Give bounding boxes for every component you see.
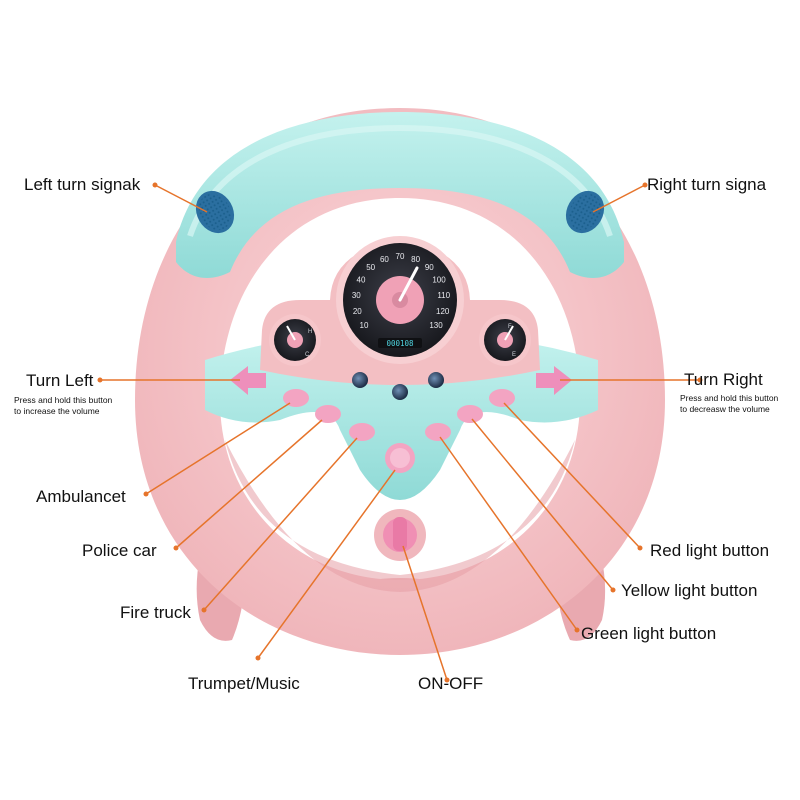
ambulance-label: Ambulancet <box>36 487 126 506</box>
indicator-leds <box>352 372 444 400</box>
gauge-empty-label: E <box>512 352 516 358</box>
speed-tick-label: 50 <box>366 263 375 272</box>
turn-left-note: Press and hold this button to increase t… <box>14 395 112 418</box>
speed-tick-label: 120 <box>436 307 450 316</box>
yellow-light-button-label: Yellow light button <box>621 581 758 600</box>
fire-truck-label: Fire truck <box>120 603 191 622</box>
callout-lines <box>100 184 700 681</box>
speed-tick-label: 130 <box>429 321 443 330</box>
left-turn-signal-label: Left turn signak <box>24 175 141 194</box>
right-turn-signal-light <box>565 190 605 234</box>
gauge-cold-label: C <box>305 352 310 358</box>
turn-right-note: Press and hold this button to decreasw t… <box>680 393 778 416</box>
red-light-button-label: Red light button <box>650 541 770 560</box>
speed-tick-label: 110 <box>437 291 450 300</box>
turn-right-button <box>536 366 572 395</box>
turn-left-note-line-2: to increase the volume <box>14 406 100 417</box>
sound-buttons <box>283 389 515 473</box>
speed-tick-label: 10 <box>360 321 369 330</box>
speed-tick-label: 30 <box>352 291 361 300</box>
turn-left-button <box>230 366 266 395</box>
turn-left-note-line-1: Press and hold this button <box>14 395 113 405</box>
trumpet-music-label: Trumpet/Music <box>188 674 300 693</box>
gauge-full-label: F <box>508 324 512 330</box>
top-grip <box>176 112 624 278</box>
temperature-gauge: H C <box>269 314 321 366</box>
speed-tick-label: 90 <box>425 263 434 272</box>
wheel-rim <box>135 108 665 655</box>
turn-right-label: Turn Right <box>684 370 763 389</box>
speed-tick-label: 20 <box>353 307 362 316</box>
turn-right-note-line-2: to decreasw the volume <box>680 404 770 415</box>
speed-tick-label: 40 <box>357 276 366 285</box>
police-car-label: Police car <box>82 541 157 560</box>
odometer-readout: 000108 <box>386 339 414 348</box>
turn-right-note-line-1: Press and hold this button <box>680 393 779 403</box>
callout-dots <box>97 182 703 683</box>
power-switch <box>374 509 426 561</box>
gauge-hot-label: H <box>308 329 312 335</box>
fuel-gauge: F E <box>479 314 531 366</box>
speed-tick-label: 60 <box>380 255 389 264</box>
right-turn-signal-label: Right turn signa <box>647 175 767 194</box>
speed-tick-label: 80 <box>411 255 420 264</box>
speed-tick-label: 70 <box>396 252 405 261</box>
turn-left-label: Turn Left <box>26 371 94 390</box>
speed-tick-label: 100 <box>432 276 446 285</box>
green-light-button-label: Green light button <box>581 624 717 643</box>
left-turn-signal-light <box>195 190 235 234</box>
on-off-label: ON-OFF <box>418 674 484 693</box>
